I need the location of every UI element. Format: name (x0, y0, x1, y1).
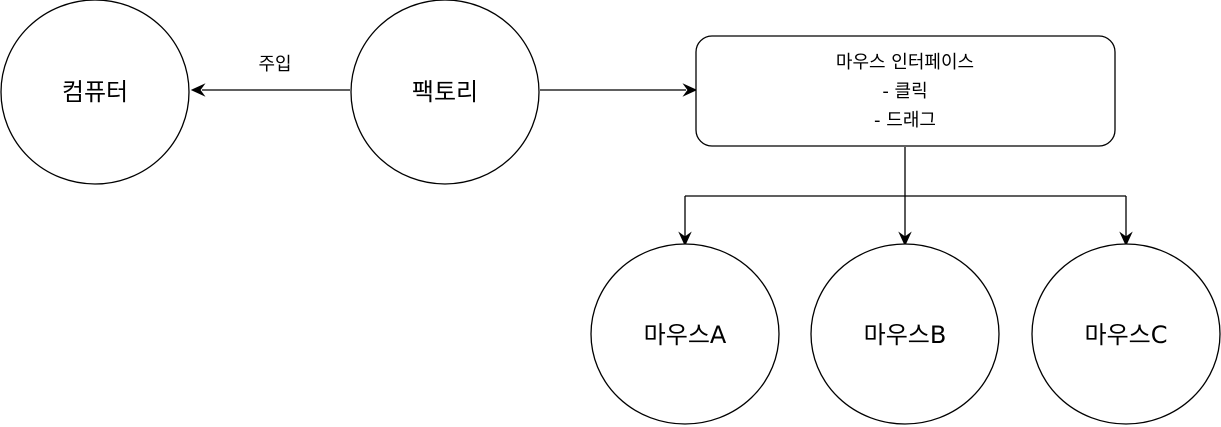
node-mouse-a: 마우스A (590, 243, 780, 425)
node-mouse-interface: 마우스 인터페이스 - 클릭 - 드래그 (695, 35, 1116, 147)
arrowhead-down-icon (678, 231, 692, 247)
node-computer: 컴퓨터 (0, 0, 190, 185)
node-factory: 팩토리 (350, 0, 540, 185)
node-computer-label: 컴퓨터 (62, 78, 128, 106)
node-mouse-c-label: 마우스C (1085, 321, 1168, 349)
edge-factory-to-computer (190, 83, 350, 97)
interface-method-click: - 클릭 (882, 81, 927, 102)
edge-factory-to-interface (540, 83, 698, 97)
arrowhead-left-icon (190, 83, 206, 97)
node-mouse-b-label: 마우스B (864, 321, 947, 349)
edge-interface-to-mice (678, 147, 1133, 247)
arrowhead-down-icon (1119, 231, 1133, 247)
node-mouse-c: 마우스C (1031, 243, 1221, 425)
interface-method-drag: - 드래그 (874, 110, 936, 131)
interface-title: 마우스 인터페이스 (836, 52, 974, 73)
node-mouse-a-label: 마우스A (644, 321, 727, 349)
node-mouse-b: 마우스B (810, 243, 1000, 425)
arrowhead-right-icon (682, 83, 698, 97)
edge-label-inject: 주입 (258, 54, 291, 75)
node-factory-label: 팩토리 (412, 78, 478, 106)
arrowhead-down-icon (898, 231, 912, 247)
